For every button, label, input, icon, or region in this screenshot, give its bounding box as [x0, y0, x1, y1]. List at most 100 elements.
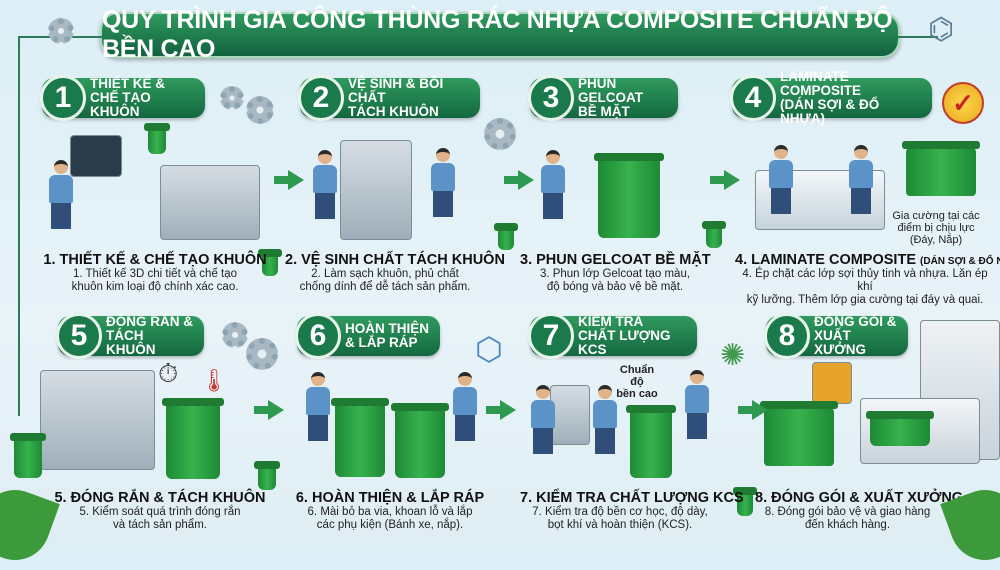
green-bin-icon: [331, 398, 389, 477]
step-desc: 6. Mài bỏ ba via, khoan lỗ và lắp: [307, 506, 473, 518]
worker-person: [305, 372, 331, 442]
badge-text: CHẤT LƯỢNG KCS: [578, 328, 671, 357]
step-desc: 1. Thiết kế 3D chi tiết và chế tạo: [72, 268, 238, 280]
note-text: (Đáy, Nắp): [909, 234, 963, 246]
quality-seal-icon: ✓: [942, 82, 984, 124]
worker-person: [768, 145, 794, 215]
badge-text: LAMINATE COMPOSITE: [780, 69, 862, 98]
step-desc: 2. Làm sạch khuôn, phủ chất: [311, 268, 459, 280]
connector-line: [18, 36, 20, 416]
badge-text: & LẮP RÁP: [345, 335, 418, 350]
badge-text: XUẤT XƯỞNG: [814, 328, 866, 357]
recycle-bin-icon: [258, 249, 282, 276]
green-bin-icon: [144, 123, 170, 154]
step-desc: các phụ kiện (Bánh xe, nắp).: [316, 519, 464, 531]
inspector-person: [684, 370, 710, 440]
step-desc: 5. Kiểm soát quá trình đóng rắn: [79, 506, 241, 518]
green-bin-icon: [902, 141, 980, 196]
step-desc: và tách sản phẩm.: [113, 519, 207, 531]
step-title: 5. ĐÓNG RẮN & TÁCH KHUÔN: [54, 490, 266, 506]
thermometer-icon: 🌡: [200, 368, 228, 393]
step-title: 4. LAMINATE COMPOSITE: [735, 252, 916, 268]
badge-text: (DÁN SỢI & ĐỔ NHỰA): [780, 97, 880, 126]
step-title: 3. PHUN GELCOAT BỀ MẶT: [520, 252, 711, 268]
step-title: 2. VỆ SINH CHẤT TÁCH KHUÔN: [285, 252, 505, 268]
step-desc: bọt khí và hoàn thiện (KCS).: [547, 519, 693, 531]
step-desc: 7. Kiểm tra độ bền cơ học, độ dày,: [532, 506, 708, 518]
step-desc: chống dính để dễ tách sản phẩm.: [299, 281, 471, 293]
badge-text: HOÀN THIỆN: [345, 321, 429, 336]
badge-text: TÁCH KHUÔN: [106, 328, 156, 357]
step-number: 3: [528, 75, 574, 121]
step-desc: độ bóng và bảo vệ bề mặt.: [546, 281, 684, 293]
step-number: 2: [298, 75, 344, 121]
sprayer-person: [540, 150, 566, 220]
computer-monitor: [70, 135, 122, 177]
cnc-machine: [160, 165, 260, 240]
molecule-icon: ✺: [720, 339, 746, 372]
recycle-bin-icon: [254, 461, 280, 490]
badge-text: TÁCH KHUÔN: [348, 104, 439, 119]
inspector-person: [530, 385, 556, 455]
gear-icon: [246, 96, 274, 124]
step-title: 8. ĐÓNG GÓI & XUẤT XƯỞNG: [755, 490, 964, 506]
worker-person: [430, 148, 456, 218]
badge-text: VỆ SINH & BÔI CHẤT: [348, 76, 444, 105]
green-bin-icon: [866, 411, 934, 446]
stopwatch-icon: ⏱: [158, 358, 179, 388]
testing-machine: [550, 385, 590, 445]
page-title: QUY TRÌNH GIA CÔNG THÙNG RÁC NHỰA COMPOS…: [100, 6, 900, 63]
packed-bins: [760, 401, 838, 466]
step-title: 7. KIỂM TRA CHẤT LƯỢNG KCS: [520, 490, 744, 506]
designer-person: [48, 160, 74, 230]
recycle-bin-icon: [10, 433, 46, 478]
badge-text: PHUN GELCOAT: [578, 76, 643, 105]
step-title-sub: (DÁN SỢI & ĐỔ NHỰA): [920, 256, 1000, 267]
step-6-badge: 6 HOÀN THIỆN& LẮP RÁP: [295, 313, 440, 359]
mold-press: [40, 370, 155, 470]
step-number: 1: [40, 75, 86, 121]
step-title: 1. THIẾT KẾ & CHẾ TẠO KHUÔN: [43, 252, 267, 268]
mold: [340, 140, 412, 240]
green-bin-icon: [391, 403, 449, 478]
gear-icon: [484, 118, 516, 150]
step-number: 8: [764, 313, 810, 359]
step-desc: khuôn kim loại độ chính xác cao.: [71, 281, 239, 293]
green-bin-icon: [162, 398, 224, 479]
step-title: 6. HOÀN THIỆN & LẮP RÁP: [295, 490, 485, 506]
arrow-right-icon: [504, 170, 534, 190]
worker-person: [312, 150, 338, 220]
step-number: 6: [295, 313, 341, 359]
gear-icon: [246, 338, 278, 370]
step-desc: đến khách hàng.: [804, 519, 891, 531]
step-number: 4: [730, 75, 776, 121]
step-desc: kỹ lưỡng. Thêm lớp gia cường tại đáy và …: [746, 294, 984, 306]
arrow-right-icon: [486, 400, 516, 420]
molecule-icon: ⌬: [928, 13, 955, 46]
arrow-right-icon: [254, 400, 284, 420]
worker-person: [848, 145, 874, 215]
worker-person: [452, 372, 478, 442]
recycle-bin-icon: [494, 223, 518, 250]
gear-icon: [222, 322, 248, 348]
badge-text: ĐÓNG RẮN &: [106, 314, 193, 329]
note-text: Gia cường tại các: [892, 210, 980, 222]
connector-line: [898, 36, 938, 38]
gear-icon: [220, 86, 244, 110]
arrow-right-icon: [274, 170, 304, 190]
step-desc: 3. Phun lớp Gelcoat tạo màu,: [539, 268, 691, 280]
arrow-right-icon: [710, 170, 740, 190]
note-text: bền cao: [616, 388, 658, 400]
molecule-icon: ⬡: [475, 331, 503, 367]
